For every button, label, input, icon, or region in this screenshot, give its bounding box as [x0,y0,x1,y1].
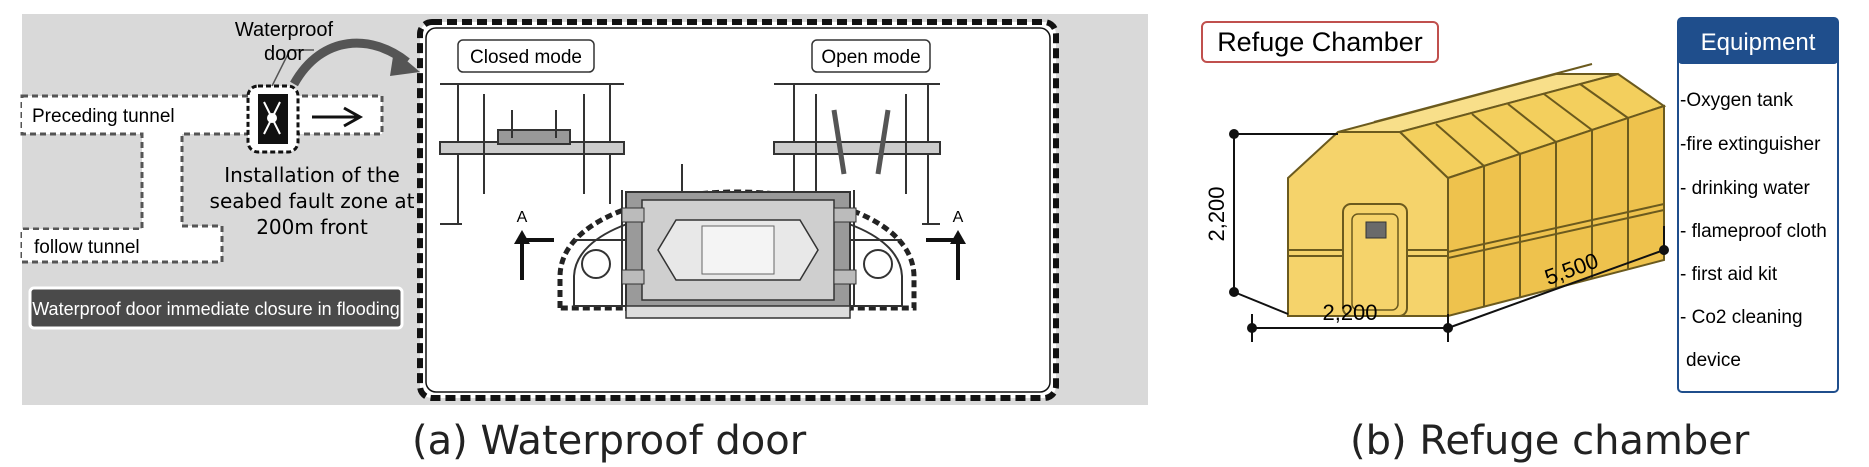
panel-a-waterproof-door: Waterproof door Preceding tunnel follow … [20,14,1148,405]
installation-label-1: Installation of the [224,163,400,187]
follow-tunnel-fill [22,230,220,260]
caption-a: (a) Waterproof door [412,418,807,464]
open-mode-box: Open mode [811,39,931,73]
closed-mode-drawing [439,83,625,225]
refuge-chamber-title-box: Refuge Chamber [1201,21,1439,63]
open-mode-label: Open mode [821,47,920,68]
preceding-tunnel-fill [22,98,380,132]
closure-note-text: Waterproof door immediate closure in flo… [32,299,400,319]
waterproof-door-label-2: door [264,43,304,65]
panel-a-drawing: Waterproof door Preceding tunnel follow … [20,19,1059,401]
closure-note-box: Waterproof door immediate closure in flo… [28,286,404,330]
dim-height-label: 2,200 [1204,186,1229,241]
waterproof-door-label-1: Waterproof [235,19,334,41]
direction-arrow [312,106,364,128]
equipment-item-6: - Co2 cleaning [1680,307,1803,328]
preceding-tunnel-label: Preceding tunnel [32,106,175,127]
installation-label-3: 200m front [256,215,368,239]
equipment-item-7: device [1686,350,1741,371]
refuge-chamber-title: Refuge Chamber [1217,27,1423,57]
follow-tunnel-label: follow tunnel [34,237,140,258]
door-plan-icon [246,84,300,154]
curved-arrow-head [390,50,420,76]
equipment-header: Equipment [1701,29,1816,56]
equipment-item-3: - drinking water [1680,178,1811,199]
equipment-item-5: - first aid kit [1680,264,1778,285]
section-label-a-right: A [953,209,964,226]
installation-label-2: seabed fault zone at [210,189,415,213]
dimension-height [1233,133,1338,315]
equipment-item-4: - flameproof cloth [1680,221,1827,242]
chamber-door [1342,203,1408,317]
closed-mode-label: Closed mode [470,47,582,68]
equipment-item-2: -fire extinguisher [1680,134,1821,155]
open-mode-drawing [773,83,941,225]
closed-mode-box: Closed mode [457,39,595,73]
panel-b-refuge-chamber: Refuge Chamber [1188,14,1858,405]
connector-fill [144,132,180,228]
equipment-panel: Equipment -Oxygen tank -fire extinguishe… [1677,17,1839,393]
tunnel-cross-section [557,164,917,319]
caption-b: (b) Refuge chamber [1350,418,1750,464]
section-label-a-left: A [517,209,528,226]
panel-b-drawing: Refuge Chamber [1201,17,1839,393]
equipment-item-1: -Oxygen tank [1680,90,1793,111]
dim-width-label: 2,200 [1322,300,1377,325]
door-leader-line [271,49,291,87]
